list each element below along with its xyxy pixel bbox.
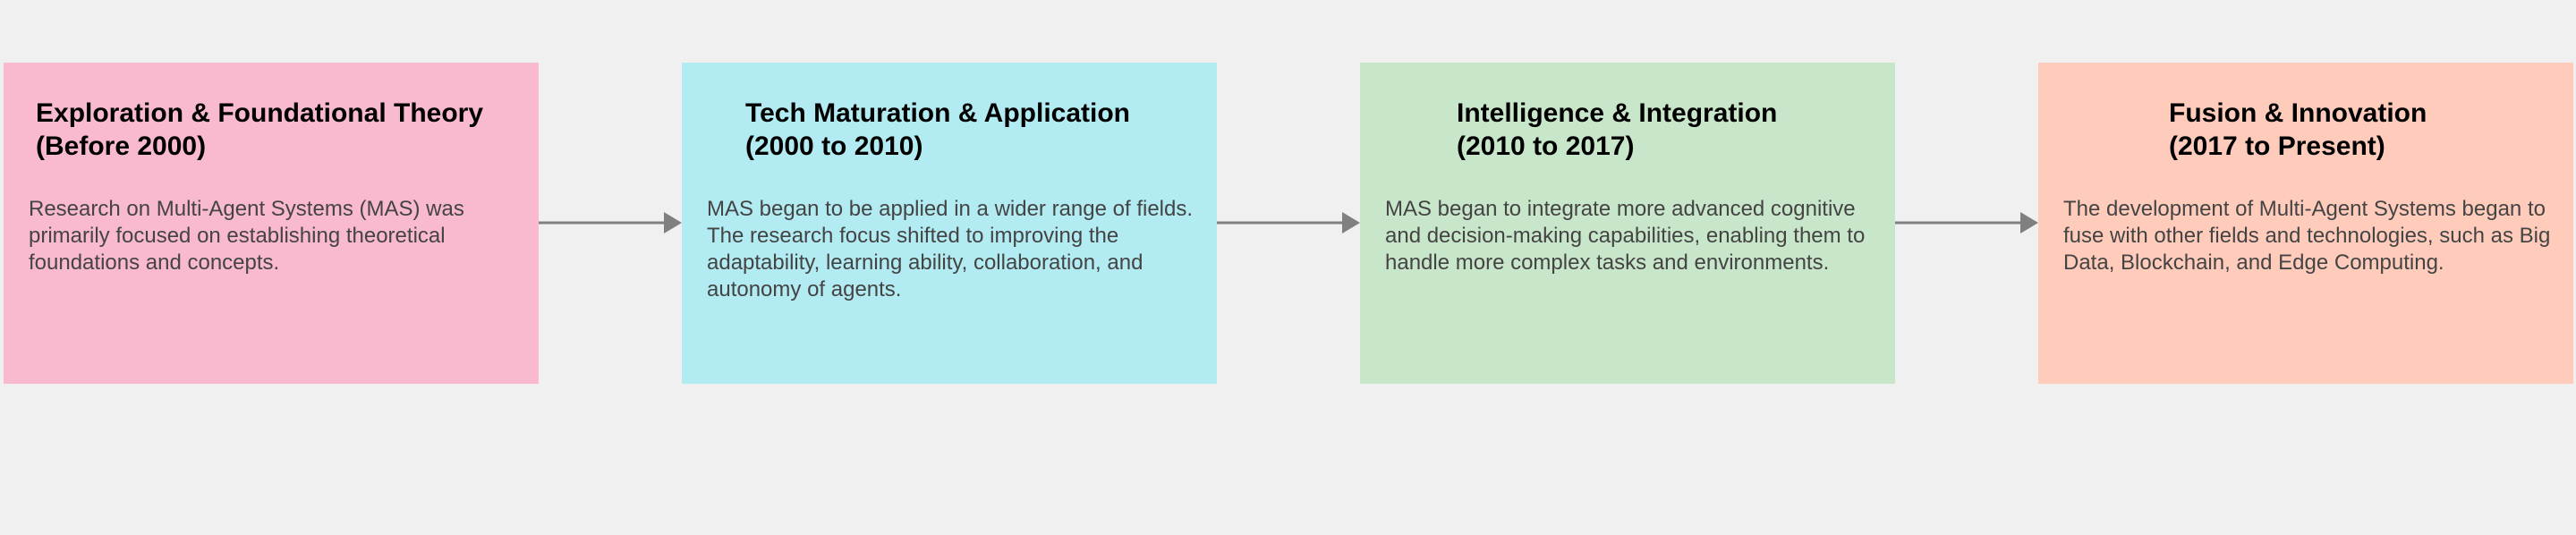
arrow-connector	[1895, 212, 2038, 234]
stage-box-exploration: Exploration & Foundational Theory (Befor…	[4, 63, 539, 384]
stage-description: The development of Multi-Agent Systems b…	[2063, 197, 2551, 275]
stage-title: Exploration & Foundational Theory (Befor…	[36, 97, 483, 163]
stage-description: Research on Multi-Agent Systems (MAS) wa…	[29, 197, 464, 275]
stage-title-line-1: Fusion & Innovation	[2169, 98, 2427, 128]
stage-description: MAS began to integrate more advanced cog…	[1385, 197, 1866, 275]
stage-title: Tech Maturation & Application (2000 to 2…	[745, 97, 1130, 163]
stage-title-line-1: Exploration & Foundational Theory	[36, 98, 484, 128]
arrow-connector	[539, 212, 682, 234]
stage-box-intelligence: Intelligence & Integration (2010 to 2017…	[1360, 63, 1895, 384]
stage-title: Intelligence & Integration (2010 to 2017…	[1457, 97, 1777, 163]
stage-title-line-1: Intelligence & Integration	[1457, 98, 1778, 128]
stage-title-line-1: Tech Maturation & Application	[745, 98, 1131, 128]
stage-box-tech-maturation: Tech Maturation & Application (2000 to 2…	[682, 63, 1217, 384]
stage-title-line-2: (2017 to Present)	[2169, 132, 2385, 161]
stage-title-line-2: (2010 to 2017)	[1457, 132, 1635, 161]
stage-description: MAS began to be applied in a wider range…	[707, 197, 1194, 301]
stage-box-fusion: Fusion & Innovation (2017 to Present) Th…	[2038, 63, 2573, 384]
stage-title: Fusion & Innovation (2017 to Present)	[2169, 97, 2427, 163]
stage-title-line-2: (Before 2000)	[36, 132, 207, 161]
stage-title-line-2: (2000 to 2010)	[745, 132, 923, 161]
arrow-connector	[1217, 212, 1360, 234]
